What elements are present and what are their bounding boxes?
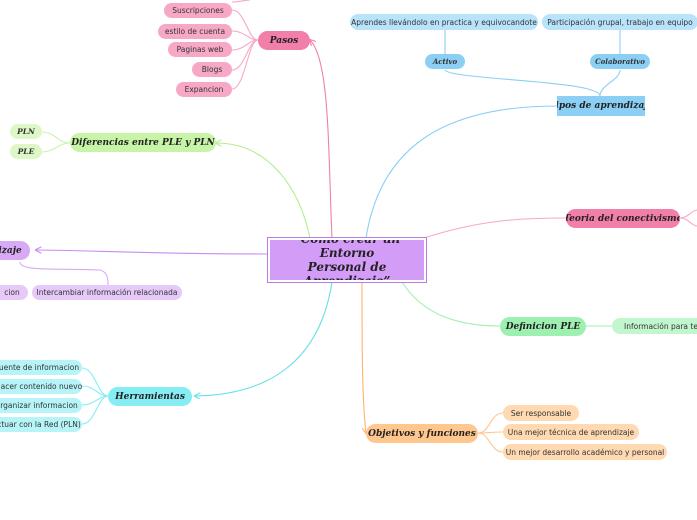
diferencias-topic[interactable]: Diferencias entre PLE y PLN	[70, 133, 216, 152]
herramientas-item-2[interactable]: hacer contenido nuevo	[0, 379, 82, 394]
pasos-item-3[interactable]: Paginas web	[168, 42, 232, 57]
objetivos-item-2[interactable]: Una mejor técnica de aprendizaje	[503, 424, 639, 440]
aprendizaje-topic[interactable]: izaje	[0, 241, 30, 260]
central-topic-line-1: “Cómo crear un Entorno	[293, 238, 401, 260]
diferencias-item-ple[interactable]: PLE	[10, 144, 42, 159]
central-topic-line-2: Personal de Aprendizaje”	[303, 260, 391, 282]
pasos-item-1[interactable]: Suscripciones	[164, 3, 232, 18]
tipos-colaborativo[interactable]: Colaborativo	[590, 54, 650, 69]
tipos-topic[interactable]: Tipos de aprendizaje	[557, 96, 645, 116]
diferencias-item-pln-label: PLN	[17, 127, 35, 136]
objetivos-topic[interactable]: Objetivos y funciones	[366, 424, 478, 443]
conectivismo-topic[interactable]: Teoria del conectivismo	[566, 209, 680, 228]
herramientas-item-3[interactable]: rganizar informacion	[0, 398, 82, 413]
pasos-item-5[interactable]: Expancion	[176, 82, 232, 97]
herramientas-topic[interactable]: Herramientas	[108, 387, 192, 406]
violeta-item-1[interactable]: cion	[0, 285, 28, 300]
tipos-colaborativo-desc[interactable]: Participación grupal, trabajo en equipo	[542, 14, 697, 30]
tipos-activo[interactable]: Activo	[425, 54, 465, 69]
definicion-topic[interactable]: Definicion PLE	[500, 317, 586, 336]
tipos-activo-label: Activo	[432, 57, 458, 66]
herramientas-item-1[interactable]: uente de informacion	[0, 360, 82, 375]
objetivos-item-3[interactable]: Un mejor desarrollo académico y personal	[503, 444, 667, 460]
tipos-colaborativo-label: Colaborativo	[595, 57, 645, 66]
diferencias-item-pln[interactable]: PLN	[10, 124, 42, 139]
pasos-topic[interactable]: Pasos	[258, 31, 310, 50]
central-topic[interactable]: “Cómo crear un Entorno Personal de Apren…	[267, 237, 427, 283]
pasos-item-4[interactable]: Blogs	[192, 62, 232, 77]
tipos-activo-desc[interactable]: Aprendes llevándolo en practica y equivo…	[350, 14, 538, 30]
objetivos-item-1[interactable]: Ser responsable	[503, 405, 579, 421]
violeta-item-2[interactable]: Intercambiar información relacionada	[32, 285, 182, 300]
pasos-item-2[interactable]: estilo de cuenta	[158, 24, 232, 39]
definicion-item[interactable]: Información para ten	[612, 318, 697, 334]
diferencias-item-ple-label: PLE	[17, 147, 35, 156]
herramientas-item-4[interactable]: ctuar con la Red (PLN)	[0, 417, 82, 432]
